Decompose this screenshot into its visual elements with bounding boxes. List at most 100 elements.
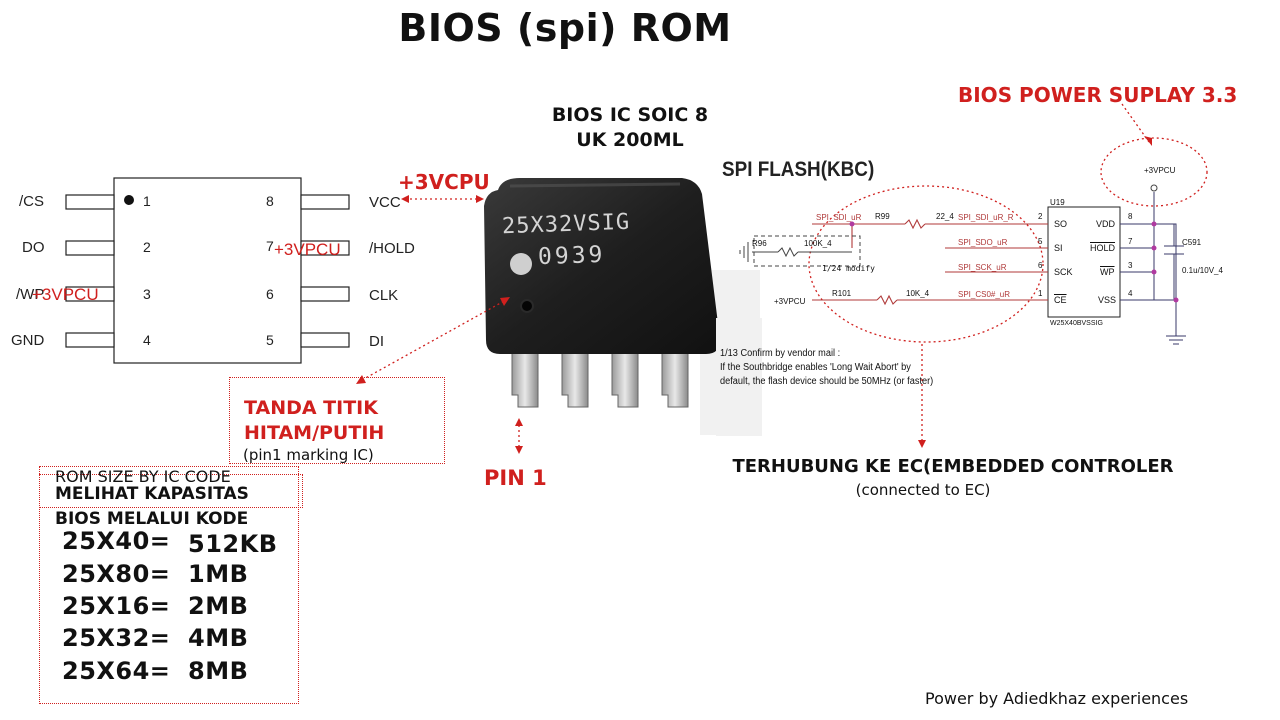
pin-number-4: 4 [143,332,151,348]
rom-row-code-2: 25X80= [62,560,171,588]
ic-pin-si: SI [1054,243,1063,253]
chip-pin1-dot-icon [520,299,534,313]
pin-label-5: DI [369,333,384,350]
chip-heading-line2: UK 200ML [576,129,684,151]
pin-number-2: 2 [143,239,151,255]
pin-number-8: 8 [266,193,274,209]
rom-table-line2: BIOS MELALUI KODE [55,509,249,529]
dot-arrow-line [361,299,507,381]
vpcu-tag-wp: +3VPCU [32,285,99,304]
vendor-note-line1: 1/13 Confirm by vendor mail : [720,348,841,359]
vpcu-tag-hold: +3VPCU [274,240,341,259]
ic-pin-vdd: VDD [1096,219,1116,229]
credit-text: Power by Adiedkhaz experiences [925,689,1189,708]
chip-heading-line1: BIOS IC SOIC 8 [551,104,709,126]
rom-row-code-4: 25X32= [62,624,171,652]
pinout-body [65,177,350,364]
ic-pinnum-l1: 2 [1038,212,1043,221]
dot-note-box [229,377,445,464]
ic-pin-so: SO [1054,219,1068,229]
pin-lead-4 [65,332,115,348]
pin1-dot-icon [124,195,134,205]
vendor-note: 1/13 Confirm by vendor mail : If the Sou… [720,347,933,389]
dot-note-title: TANDA TITIK HITAM/PUTIH [244,396,384,446]
pin-label-2: DO [22,239,45,256]
cap-ref: C591 [1182,238,1202,247]
r101-value: 10K_4 [906,289,930,298]
photo-edge [716,318,762,436]
pinout-chip-outline [113,177,302,364]
vcc-arrow-label: +3VCPU [398,170,490,194]
cap-value: 0.1u/10V_4 [1182,266,1223,275]
dot-note-line3: (pin1 marking IC) [243,446,374,464]
pin-lead-3 [65,286,115,302]
ic-pinnum-r2: 7 [1128,237,1133,246]
ic-pin-ce: CE [1054,295,1067,305]
rom-row-code-5: 25X64= [62,657,171,685]
pin-number-1: 1 [143,193,151,209]
ic-pinnum-r1: 8 [1128,212,1133,221]
ic-pin-sck: SCK [1054,267,1073,277]
rom-row-size-1: 512KB [188,530,278,558]
ic-pin-vss: VSS [1098,295,1117,305]
vendor-note-line2: If the Southbridge enables 'Long Wait Ab… [720,362,911,373]
pin-label-8: VCC [369,194,401,211]
rom-row-size-3: 2MB [188,592,249,620]
ic-pin-hold: HOLD [1090,243,1116,253]
rom-row-size-5: 8MB [188,657,249,685]
pin-number-6: 6 [266,286,274,302]
pin-number-3: 3 [143,286,151,302]
pin-lead-1 [65,194,115,210]
ic-pinnum-l3: 6 [1038,261,1043,270]
pin1-label: PIN 1 [484,466,547,490]
vpcu-top-label: +3VPCU [1144,166,1176,175]
rom-row-size-2: 1MB [188,560,249,588]
power-supply-note: BIOS POWER SUPLAY 3.3 [958,83,1238,107]
page-title: BIOS (spi) ROM [398,6,732,50]
rom-table-heading-box [39,474,303,508]
dot-note-line2: HITAM/PUTIH [244,422,385,444]
pin-number-5: 5 [266,332,274,348]
power-ellipse [1100,137,1208,207]
dot-note-line1: TANDA TITIK [244,397,378,419]
ic-ref-label: U19 [1050,198,1065,207]
vendor-note-line3: default, the flash device should be 50MH… [720,376,934,387]
ic-pin-wp: WP [1100,267,1115,277]
ec-note-line1: TERHUBUNG KE EC(EMBEDDED CONTROLER [732,456,1174,477]
chip-heading: BIOS IC SOIC 8 UK 200ML [520,103,740,153]
net-spi-sdo: SPI_SDO_uR [958,238,1008,247]
net-spi-cs: SPI_CS0#_uR [958,290,1011,299]
vpcu-left-label: +3VPCU [774,297,806,306]
net-spi-sck: SPI_SCK_uR [958,263,1007,272]
chip-logo-icon [510,253,532,275]
r99-ref: R99 [875,212,890,221]
modify-note: 1/24 modify [822,264,875,273]
rom-table-overlap-text: ROM SIZE BY IC CODE [55,467,231,486]
r96-value: 100K_4 [804,239,832,248]
rom-table-line1: MELIHAT KAPASITAS [55,484,249,504]
ic-pinnum-r4: 4 [1128,289,1133,298]
r101-ref: R101 [832,289,852,298]
rom-row-code-1: 25X40= [62,527,171,555]
chip-body [484,178,720,354]
pin-label-6: CLK [369,287,399,304]
schematic-ic-body [1047,206,1121,318]
ic-pinnum-l4: 1 [1038,289,1043,298]
pin-lead-2 [65,240,115,256]
pin-label-1: /CS [19,193,45,210]
pin-label-4: GND [11,332,45,349]
net-spi-sdi-r: SPI_SDI_uR_R [958,213,1014,222]
pin-label-7: /HOLD [369,240,415,257]
ec-note-line2: (connected to EC) [855,481,991,499]
rom-row-code-3: 25X16= [62,592,171,620]
chip-leads [511,341,689,408]
ic-pinnum-r3: 3 [1128,261,1133,270]
r99-value: 22_4 [936,212,954,221]
pin-number-7: 7 [266,238,274,254]
pin-lead-5 [300,332,350,348]
ic-pinnum-l2: 5 [1038,237,1043,246]
rom-table-box [39,466,299,704]
rom-row-size-4: 4MB [188,624,249,652]
pin-label-3: /WP [16,286,45,303]
schematic-heading: SPI FLASH(KBC) [722,158,875,181]
